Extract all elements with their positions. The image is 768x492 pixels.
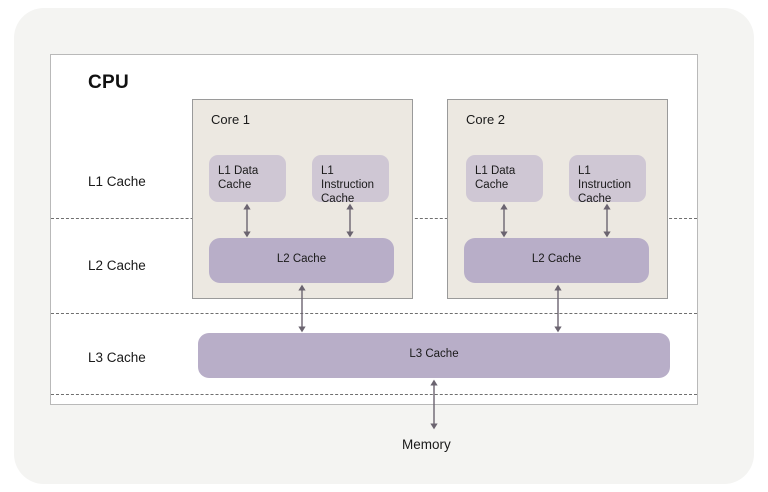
- l1-data-cache-core1-label: L1 Data Cache: [218, 165, 259, 191]
- l2-cache-core2-label: L2 Cache: [531, 253, 582, 265]
- l2-cache-core1: L2 Cache: [209, 238, 394, 283]
- tier-label-l2: L2 Cache: [88, 258, 146, 273]
- l1-instruction-cache-core1: L1 Instruction Cache: [312, 155, 389, 205]
- l3-cache-box: L3 Cache: [198, 333, 670, 378]
- tier-label-l3: L3 Cache: [88, 350, 146, 365]
- core-title-2: Core 2: [466, 112, 506, 127]
- l3-cache-label: L3 Cache: [409, 348, 459, 360]
- l1-instruction-cache-core2-label: L1 Instruction Cache: [578, 165, 632, 205]
- l1-instruction-cache-core1-label: L1 Instruction Cache: [321, 165, 375, 205]
- l1-instruction-cache-core2: L1 Instruction Cache: [569, 155, 646, 205]
- page-title: CPU: [88, 72, 130, 93]
- core-title-1: Core 1: [211, 112, 251, 127]
- divider-l2-l3: [51, 313, 697, 314]
- memory-label: Memory: [402, 437, 451, 452]
- l1-data-cache-core2-label: L1 Data Cache: [475, 165, 516, 191]
- l2-cache-core2: L2 Cache: [464, 238, 649, 283]
- l1-data-cache-core2: L1 Data Cache: [466, 155, 543, 202]
- l2-cache-core1-label: L2 Cache: [276, 253, 327, 265]
- divider-l3-memory: [51, 394, 697, 395]
- tier-label-l1: L1 Cache: [88, 174, 146, 189]
- l1-data-cache-core1: L1 Data Cache: [209, 155, 286, 202]
